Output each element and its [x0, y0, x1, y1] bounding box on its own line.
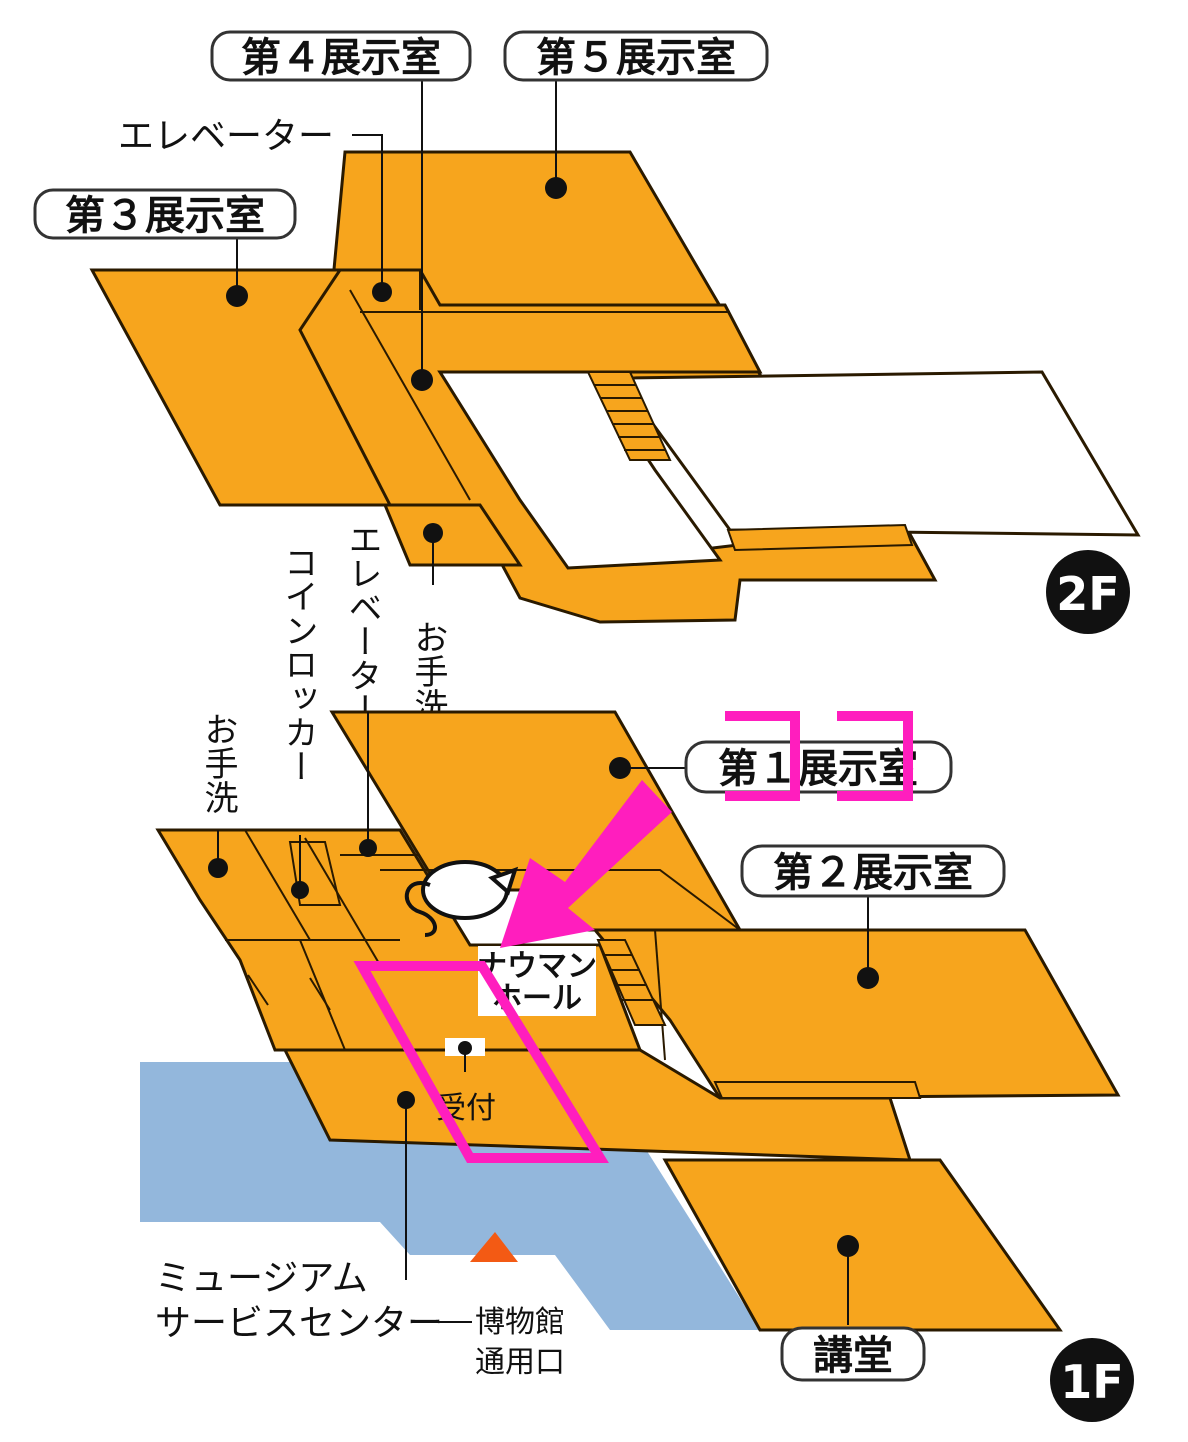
room-5-label[interactable]: 第５展示室: [503, 30, 769, 82]
floor-2f: 第４展示室 第５展示室 第３展示室 エレベーター お手洗 2F: [33, 30, 1141, 722]
restroom-1f-label: お手洗: [198, 712, 238, 814]
floor-1f-badge: 1F: [1050, 1338, 1134, 1422]
naumann-hall-label-1: ナウマン: [477, 949, 597, 984]
elevator-1f-label: エレベーター: [342, 522, 382, 726]
restroom-2f-label: お手洗: [408, 620, 448, 722]
elephant-icon: [404, 860, 519, 937]
service-center-label-1: ミュージアム: [155, 1258, 368, 1299]
room-2-label[interactable]: 第２展示室: [740, 844, 1006, 898]
elevator-2f-label: エレベーター: [118, 116, 334, 157]
room-4-label[interactable]: 第４展示室: [210, 30, 472, 82]
stairs-2f: [586, 371, 914, 552]
service-center-label-2: サービスセンター: [155, 1303, 443, 1344]
water-area: [140, 1062, 760, 1330]
stairs-1f: [596, 939, 922, 1099]
auditorium-floor[interactable]: [662, 1158, 1063, 1332]
entrance-label-2: 通用口: [475, 1345, 565, 1380]
svg-text:第２展示室: 第２展示室: [773, 850, 973, 896]
naumann-hall-box: [478, 946, 596, 1016]
highlight-bracket-right: [837, 711, 913, 801]
highlight-bracket-left: [725, 711, 800, 801]
highlight-arrow-icon: [500, 780, 672, 948]
svg-text:第１展示室: 第１展示室: [718, 746, 918, 792]
room-3-label[interactable]: 第３展示室: [33, 188, 297, 240]
svg-text:講堂: 講堂: [813, 1333, 893, 1379]
svg-text:第４展示室: 第４展示室: [241, 35, 441, 81]
entrance-triangle-icon: [470, 1232, 518, 1262]
highlight-overlay: [353, 711, 913, 1163]
floor-2f-badge: 2F: [1046, 550, 1130, 634]
svg-text:第３展示室: 第３展示室: [65, 193, 265, 239]
room-1-label[interactable]: 第１展示室: [684, 740, 953, 794]
highlight-reception-box: [353, 961, 609, 1163]
entrance-label-1: 博物館: [475, 1305, 565, 1340]
svg-text:第５展示室: 第５展示室: [536, 35, 736, 81]
coin-locker-label: コインロッカー: [278, 545, 318, 783]
svg-text:1F: 1F: [1060, 1355, 1123, 1409]
restroom-block-2f[interactable]: [382, 503, 523, 567]
auditorium-label[interactable]: 講堂: [780, 1326, 926, 1382]
hall-2f-white: [627, 370, 1141, 537]
svg-text:2F: 2F: [1056, 567, 1119, 621]
